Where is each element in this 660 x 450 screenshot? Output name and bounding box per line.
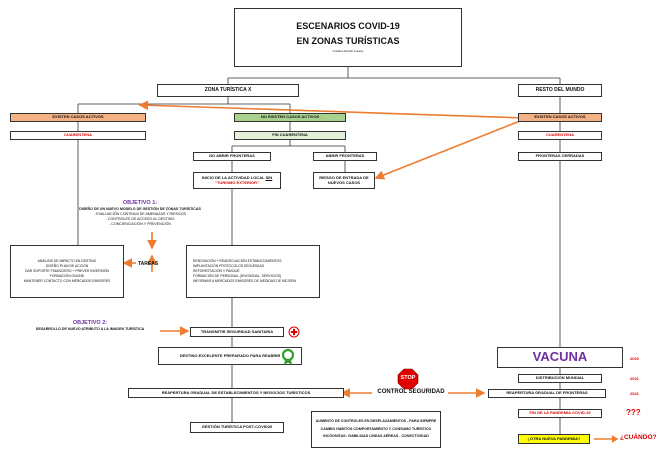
objetivo-2-title: OBJETIVO 2: — [72, 320, 108, 326]
destino-box: DESTINO EXCELENTE PREPARADO PARA REABRIR — [158, 347, 302, 365]
future-item: AUMENTO DE CONTROLES EN DESPLAZAMIENTOS … — [315, 418, 437, 423]
action-item: FORMACIÓN DE PERSONAL (DIVISIONAL, SERVI… — [193, 274, 282, 279]
year-reapertura: 2021 — [630, 391, 639, 396]
distribucion-box: DISTRIBUCIÓN MUNDIAL — [518, 374, 602, 383]
action-item: INFORMAR A MERCADOS EMISORES DE MEDIDAS … — [193, 279, 297, 284]
transmitir-box: TRANSMITIR SEGURIDAD SANITARIA — [190, 327, 284, 337]
year-distribucion: 2021 — [630, 376, 639, 381]
tareas-box: ANÁLISIS DE IMPACTO EN DESTINO DISEÑO PL… — [10, 245, 124, 298]
stop-label: STOP — [400, 375, 416, 381]
objetivo-1-line: - CONTROLES DE ACCESO AL DESTINO — [105, 217, 175, 222]
action-item: REFORESTACIÓN Y PAISAJE — [193, 268, 240, 273]
fin-question-marks: ??? — [626, 408, 641, 417]
inicio-line-1: INICIO DE LA ACTIVIDAD LOCAL — [201, 175, 265, 181]
inicio-actividad-box: INICIO DE LA ACTIVIDAD LOCAL SIN "TURISM… — [193, 172, 281, 189]
left-cuarentena-box: CUARENTENA — [10, 131, 146, 140]
vacuna-box: VACUNA — [497, 347, 623, 368]
tarea-item: MANTENER CONTACTO CON MERCADOS EMISORES — [23, 279, 111, 284]
tarea-item: FORMACIÓN ONLINE — [49, 274, 85, 279]
objetivo-2: OBJETIVO 2: DESARROLLO DE NUEVO ATRIBUTO… — [20, 320, 160, 332]
left-existen-box: EXISTEN CASOS ACTIVOS — [10, 113, 146, 122]
abrir-box: ABRIR FRONTERAS — [313, 152, 377, 161]
fronteras-cerradas-box: FRONTERAS CERRADAS — [518, 152, 602, 161]
future-item: CAMBIO HÁBITOS COMPORTAMIENTO Y CONSUMO … — [320, 426, 432, 431]
inicio-sin: SIN — [265, 175, 273, 181]
inicio-line-2: "TURISMO EXTERIOR" — [215, 179, 259, 185]
title-line-2: EN ZONAS TURÍSTICAS — [296, 35, 400, 46]
objetivo-2-text: DESARROLLO DE NUEVO ATRIBUTO A LA IMAGEN… — [35, 327, 145, 332]
stop-sign-icon — [397, 368, 419, 390]
action-item: RENOVACIÓN + READECUACIÓN ESTABLECIMIENT… — [193, 258, 282, 263]
right-cuarentena-box: CUARENTENA — [518, 131, 602, 140]
health-cross-icon — [288, 326, 300, 338]
objetivo-1-line: - EVALUACIÓN CONTINUA DE AMENAZAS Y RIES… — [94, 212, 186, 217]
no-abrir-box: NO ABRIR FRONTERAS — [193, 152, 271, 161]
objetivo-1-line: - CONCIENCIACIÓN Y PREVENCIÓN — [109, 221, 171, 226]
reapertura-negocios-box: REAPERTURA GRADUAL DE ESTABLECIMIENTOS Y… — [128, 388, 344, 398]
gestion-post-covid-box: GESTIÓN TURÍSTICA POST-COVID20 — [190, 422, 284, 433]
zona-turistica-box: ZONA TURÍSTICA X — [157, 84, 299, 97]
award-ribbon-icon — [281, 348, 295, 365]
resto-mundo-box: RESTO DEL MUNDO — [518, 84, 602, 97]
future-item: INCÓGNITAS: VIABILIDAD LÍNEAS AÉREAS - C… — [323, 434, 429, 439]
objetivo-1-line: DISEÑO DE UN NUEVO MODELO DE GESTIÓN DE … — [79, 207, 201, 212]
actions-box: RENOVACIÓN + READECUACIÓN ESTABLECIMIENT… — [186, 245, 320, 298]
reapertura-fronteras-box: REAPERTURA GRADUAL DE FRONTERAS — [488, 389, 606, 398]
riesgo-box: RIESGO DE ENTRADA DE NUEVOS CASOS — [313, 172, 375, 189]
tarea-item: ANÁLISIS DE IMPACTO EN DESTINO — [37, 258, 97, 263]
fin-cuarentena-box: FIN CUARENTENA — [234, 131, 346, 140]
tareas-label: TAREAS — [138, 261, 159, 267]
right-existen-box: EXISTEN CASOS ACTIVOS — [518, 113, 602, 122]
title-author: Cristina del Río Freeze — [332, 48, 364, 53]
action-item: IMPLANTACIÓN PROTOCOLOS SEGURIDAD — [193, 263, 265, 268]
title-box: ESCENARIOS COVID-19 EN ZONAS TURÍSTICAS … — [234, 8, 462, 67]
cuando-label: ¿CUÁNDO? — [620, 434, 657, 441]
control-seguridad-label: CONTROL SEGURIDAD — [377, 389, 445, 395]
otra-pandemia-box: ¿OTRA NUEVA PANDEMIA? — [518, 434, 590, 444]
fin-pandemia-box: FIN DE LA PANDEMIA COVID-19 — [518, 409, 602, 418]
title-line-1: ESCENARIOS COVID-19 — [296, 20, 400, 31]
objetivo-1-title: OBJETIVO 1: — [122, 200, 158, 206]
year-vacuna: 2020 — [630, 356, 639, 361]
future-box: AUMENTO DE CONTROLES EN DESPLAZAMIENTOS … — [311, 411, 441, 448]
objetivo-1: OBJETIVO 1: DISEÑO DE UN NUEVO MODELO DE… — [62, 200, 218, 227]
tarea-item: DISEÑO PLAN DE ACCIÓN — [45, 263, 89, 268]
no-existen-box: NO EXISTEN CASOS ACTIVOS — [234, 113, 346, 122]
tarea-item: DAR SOPORTE FINANCIERO + PREVER INVERSIÓ… — [25, 268, 109, 273]
